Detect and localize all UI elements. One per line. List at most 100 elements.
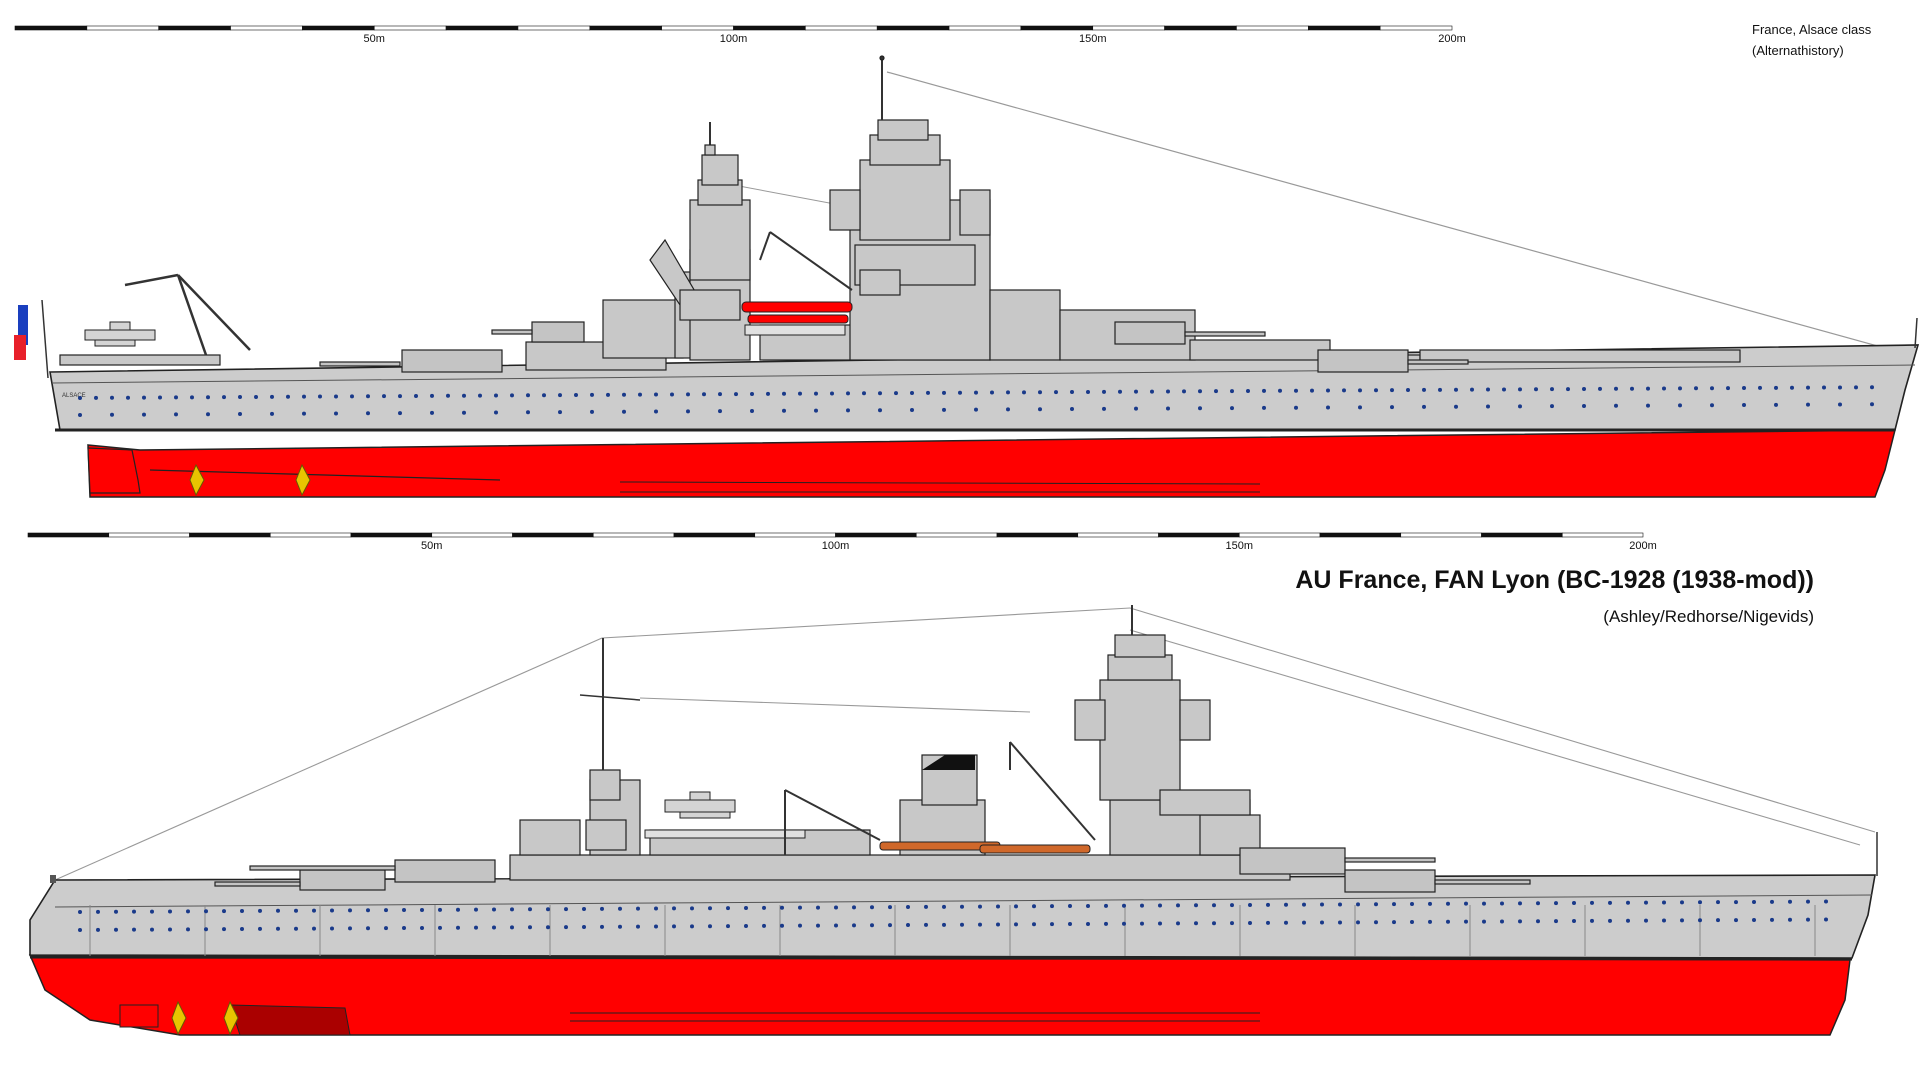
top-porthole (158, 395, 162, 400)
bottom-porthole (492, 925, 496, 930)
bottom-porthole (1302, 902, 1306, 907)
bottom-porthole (582, 906, 586, 911)
top-porthole (1646, 403, 1650, 408)
top-porthole (366, 411, 370, 416)
top-porthole (398, 394, 402, 399)
bottom-porthole (1032, 922, 1036, 927)
bottom-caption-title: AU France, FAN Lyon (BC-1928 (1938-mod)) (1295, 566, 1814, 594)
top-porthole (526, 393, 530, 398)
bottom-porthole (1644, 900, 1648, 905)
top-porthole (638, 392, 642, 397)
bottom-porthole (222, 927, 226, 932)
bottom-porthole (582, 924, 586, 929)
bottom-scale-segment (1400, 532, 1482, 538)
bottom-porthole (672, 906, 676, 911)
bottom-porthole (1428, 901, 1432, 906)
top-jackstaff (1914, 317, 1918, 349)
bottom-porthole (276, 908, 280, 913)
bottom-porthole (1806, 899, 1810, 904)
bottom-porthole (1320, 920, 1324, 925)
bottom-porthole (276, 926, 280, 931)
top-porthole (798, 391, 802, 396)
top-nameplate: ALSACE (62, 393, 86, 399)
top-porthole (270, 411, 274, 416)
bottom-scale-segment (1561, 532, 1644, 538)
bottom-porthole (1554, 919, 1558, 924)
bottom-porthole (294, 926, 298, 931)
top-porthole (190, 395, 194, 400)
bottom-funnel (921, 754, 978, 806)
top-porthole (382, 394, 386, 399)
top-scale-label-100m: 100m (720, 33, 748, 45)
top-porthole (1326, 405, 1330, 410)
top-porthole (1294, 388, 1298, 393)
top-porthole (622, 409, 626, 414)
top-porthole (1182, 389, 1186, 394)
top-floatplane (84, 321, 156, 347)
bottom-porthole (114, 909, 118, 914)
bottom-porthole (906, 923, 910, 928)
top-porthole (1070, 407, 1074, 412)
bottom-porthole (1572, 919, 1576, 924)
bottom-porthole (1050, 922, 1054, 927)
top-porthole (238, 395, 242, 400)
top-porthole (446, 393, 450, 398)
bottom-porthole (654, 906, 658, 911)
top-porthole (1742, 386, 1746, 391)
bottom-porthole (1194, 921, 1198, 926)
bottom-propellers (171, 1000, 239, 1036)
top-porthole (1422, 387, 1426, 392)
bottom-porthole (942, 904, 946, 909)
top-porthole (174, 412, 178, 417)
bottom-porthole (1284, 920, 1288, 925)
top-porthole (1038, 407, 1042, 412)
bottom-scale-label-100m: 100m (822, 540, 850, 552)
bottom-porthole (1248, 902, 1252, 907)
top-flag (14, 299, 49, 379)
top-porthole (238, 412, 242, 417)
bottom-porthole (816, 905, 820, 910)
bottom-porthole (1212, 903, 1216, 908)
top-porthole (1582, 386, 1586, 391)
bottom-scale-segment (189, 532, 271, 538)
bottom-porthole (1338, 902, 1342, 907)
bottom-porthole (726, 906, 730, 911)
bottom-porthole (330, 926, 334, 931)
bottom-porthole (690, 924, 694, 929)
bottom-porthole (1176, 921, 1180, 926)
bottom-porthole (600, 924, 604, 929)
bottom-porthole (1824, 899, 1828, 904)
bottom-scale-segment (592, 532, 675, 538)
top-deck-line (51, 364, 1916, 384)
bottom-porthole (1464, 901, 1468, 906)
bottom-porthole (780, 923, 784, 928)
top-porthole (366, 394, 370, 399)
top-porthole (1038, 390, 1042, 395)
bottom-porthole (1446, 919, 1450, 924)
bottom-porthole (1698, 900, 1702, 905)
bottom-rudder (119, 1004, 159, 1028)
bottom-scale-label-150m: 150m (1225, 540, 1253, 552)
bottom-porthole (1176, 903, 1180, 908)
top-porthole (286, 394, 290, 399)
top-porthole (1230, 406, 1234, 411)
bottom-scale-segment (754, 532, 836, 538)
bottom-porthole (1464, 919, 1468, 924)
top-porthole (1678, 403, 1682, 408)
top-porthole (510, 393, 514, 398)
top-porthole (910, 391, 914, 396)
bottom-porthole (1536, 901, 1540, 906)
top-porthole (1230, 389, 1234, 394)
bottom-porthole (1446, 901, 1450, 906)
bottom-scale-segment (915, 532, 998, 538)
bottom-floatplane (664, 791, 736, 819)
top-porthole (1710, 403, 1714, 408)
bottom-porthole (1698, 918, 1702, 923)
top-porthole (846, 408, 850, 413)
top-porthole (1854, 385, 1858, 390)
bottom-porthole (186, 909, 190, 914)
bottom-porthole (1752, 917, 1756, 922)
top-porthole (814, 408, 818, 413)
bottom-porthole (402, 926, 406, 931)
